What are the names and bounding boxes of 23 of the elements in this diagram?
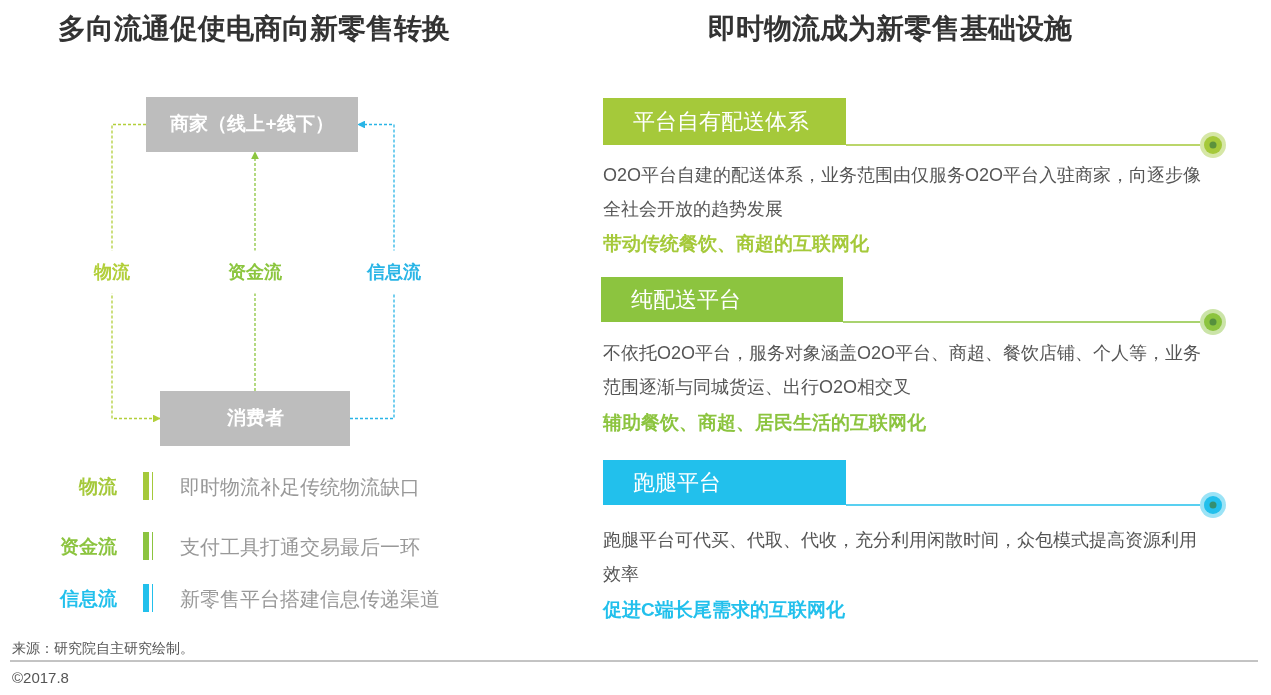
heading-band: 跑腿平台 xyxy=(603,460,846,505)
description-text: 跑腿平台可代买、代取、代收，充分利用闲散时间，众包模式提高资源利用效率 xyxy=(603,529,1198,586)
process-box: 消费者 xyxy=(160,391,350,446)
highlight-text: 带动传统餐饮、商超的互联网化 xyxy=(603,232,869,256)
legend-term: 资金流 xyxy=(60,535,117,559)
dashed-arrow xyxy=(111,123,161,423)
heading: 即时物流成为新零售基础设施 xyxy=(708,12,1072,46)
source-note: 来源：研究院自主研究绘制。 xyxy=(12,639,194,658)
copyright-note: ©2017.8 xyxy=(12,668,69,688)
legend-text: 新零售平台搭建信息传递渠道 xyxy=(180,587,440,612)
highlight-text: 辅助餐饮、商超、居民生活的互联网化 xyxy=(603,411,926,435)
process-box: 商家（线上+线下） xyxy=(146,97,358,152)
legend-text: 支付工具打通交易最后一环 xyxy=(180,535,420,560)
heading-band: 平台自有配送体系 xyxy=(603,98,846,145)
highlight-text: 促进C端长尾需求的互联网化 xyxy=(603,598,845,622)
dashed-arrow xyxy=(349,120,395,420)
legend-term: 物流 xyxy=(79,475,117,499)
legend-term: 信息流 xyxy=(60,587,117,611)
heading-band: 纯配送平台 xyxy=(601,277,843,322)
description-text: 不依托O2O平台，服务对象涵盖O2O平台、商超、餐饮店铺、个人等，业务范围逐渐与同城货运、出行O2O相交叉 xyxy=(603,342,1203,399)
description-text: O2O平台自建的配送体系，业务范围由仅服务O2O平台入驻商家，向逐步像全社会开放的趋势发展 xyxy=(603,164,1203,221)
legend-text: 即时物流补足传统物流缺口 xyxy=(180,475,420,500)
heading: 多向流通促使电商向新零售转换 xyxy=(58,12,450,46)
